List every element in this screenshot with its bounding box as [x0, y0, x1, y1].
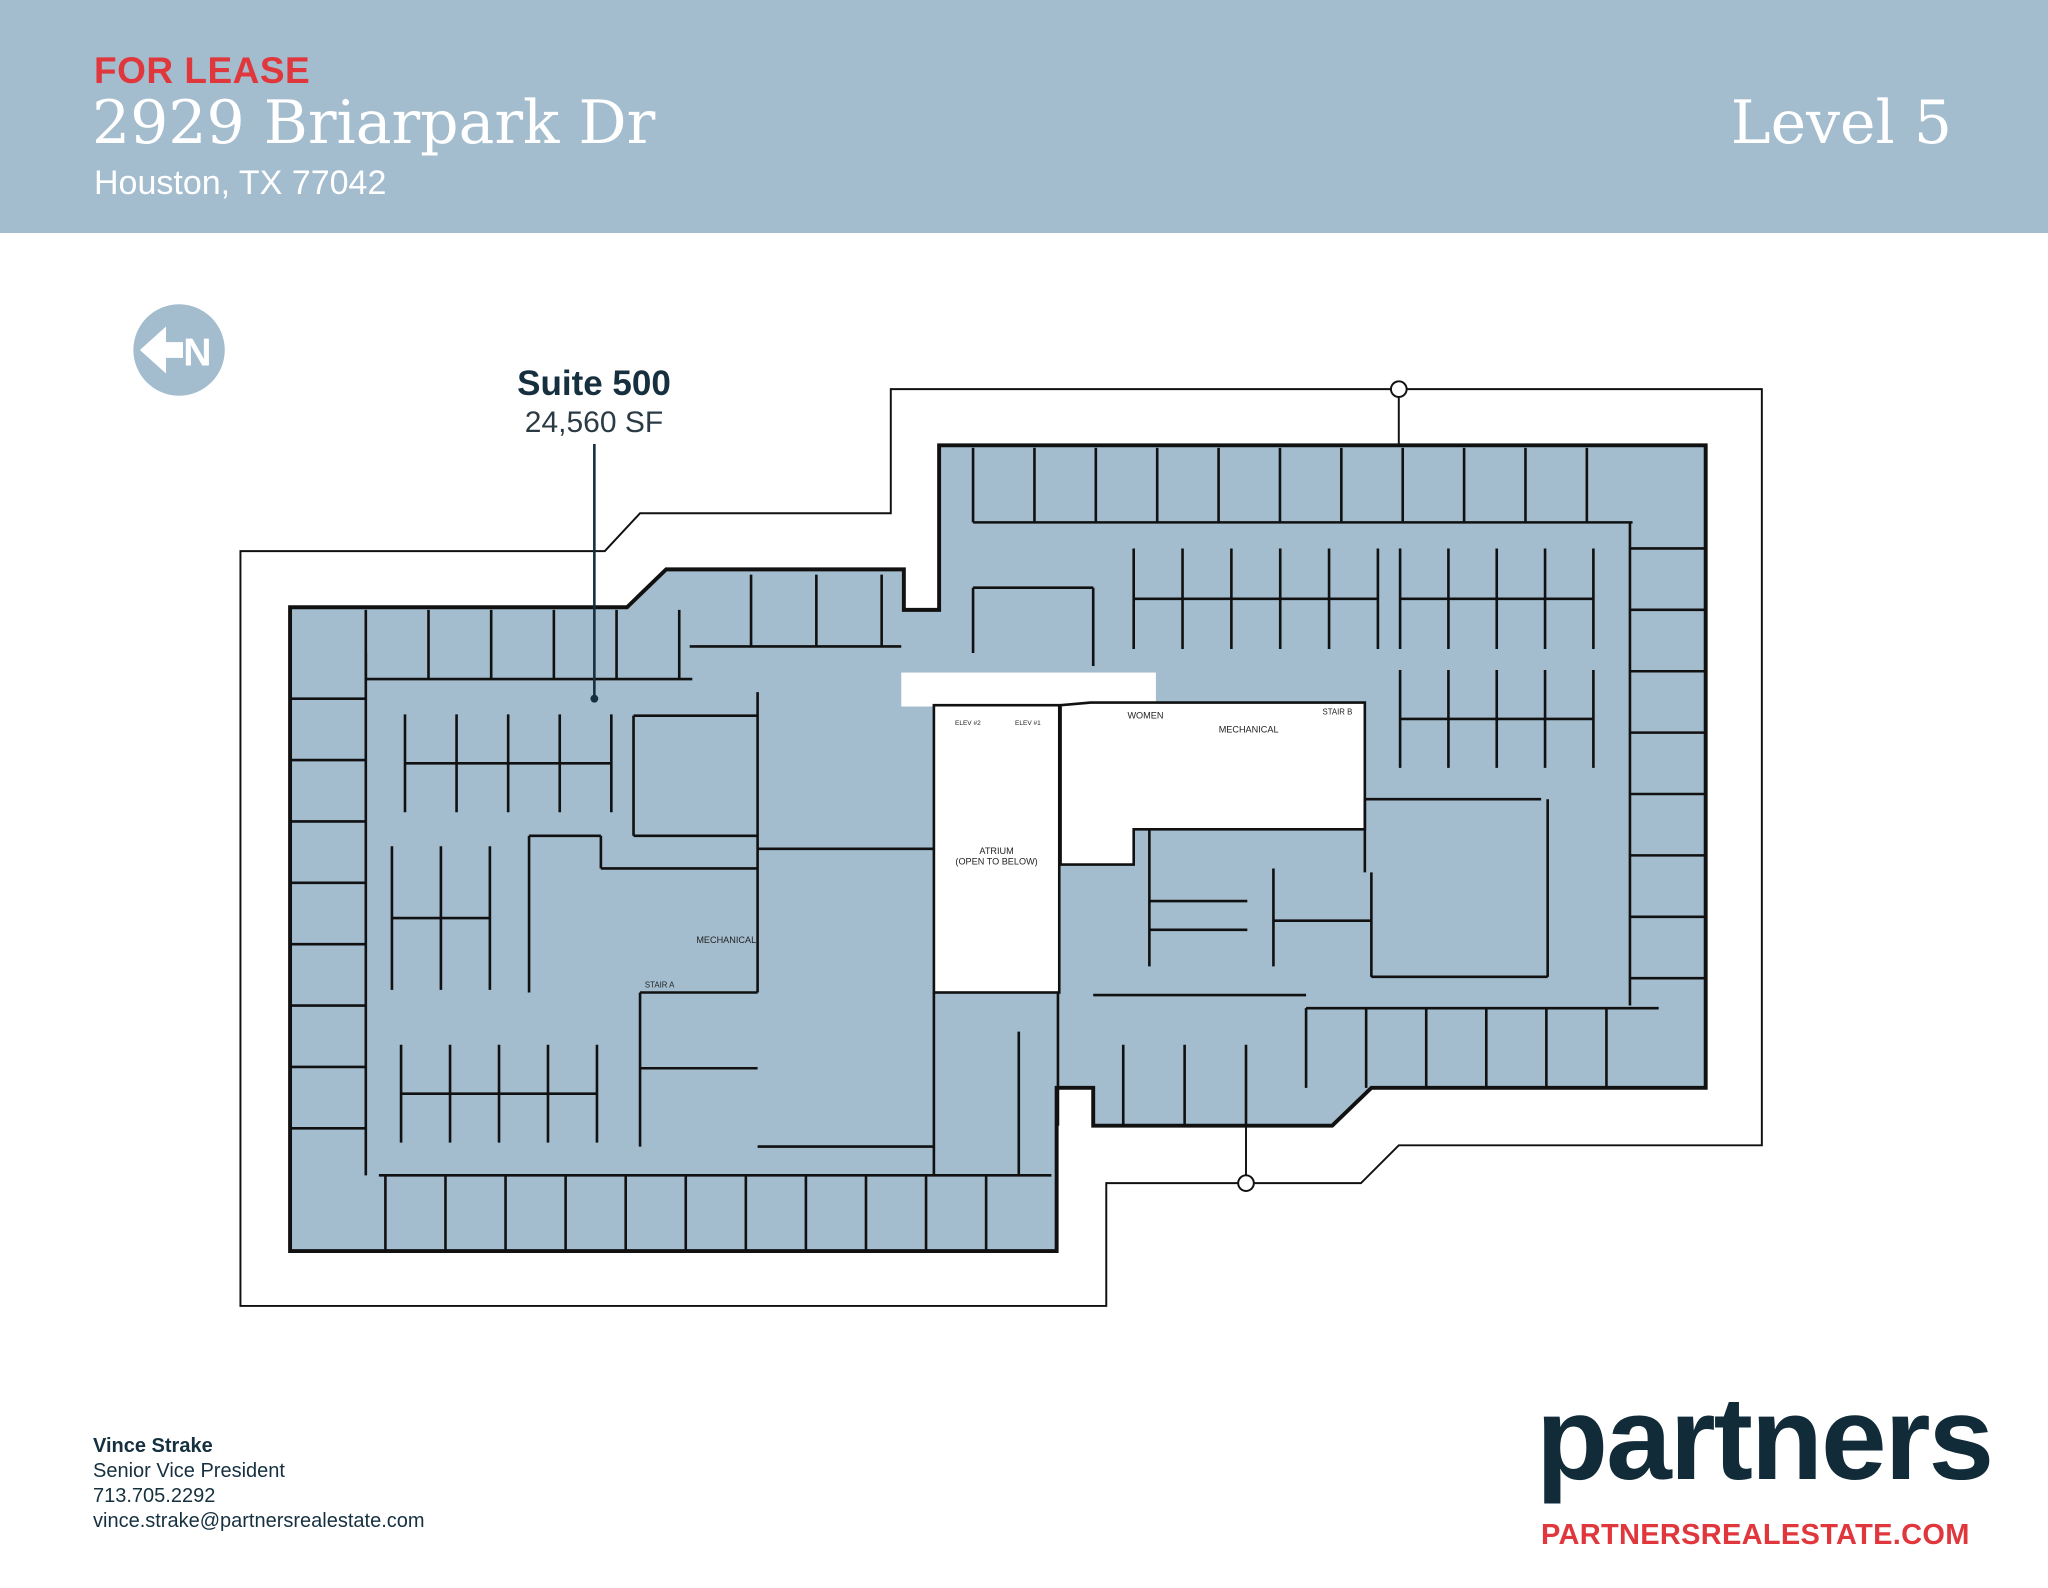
atrium-label: ATRIUM — [979, 846, 1013, 856]
property-city: Houston, TX 77042 — [94, 164, 387, 202]
mechanical-east-label: MECHANICAL — [1219, 725, 1279, 735]
mechanical-west-label: MECHANICAL — [696, 935, 756, 945]
website-link[interactable]: PARTNERSREALESTATE.COM — [1541, 1519, 1970, 1551]
contact-email[interactable]: vince.strake@partnersrealestate.com — [93, 1510, 425, 1532]
partners-logo: partners — [1536, 1373, 1994, 1505]
north-arrow-icon: N — [133, 304, 225, 396]
header-banner: FOR LEASE 2929 Briarpark Dr Houston, TX … — [0, 0, 2048, 233]
interior-walls — [290, 447, 1706, 1252]
svg-text:N: N — [183, 332, 211, 375]
women-restroom-label: WOMEN — [1127, 710, 1163, 720]
elevator-1-label: ELEV #1 — [1015, 720, 1041, 727]
elevator-2-label: ELEV #2 — [955, 720, 981, 727]
contact-title: Senior Vice President — [93, 1460, 285, 1482]
building-core — [901, 672, 1367, 994]
suite-name: Suite 500 — [517, 364, 671, 403]
site-outline — [239, 388, 1763, 1307]
suite-area: 24,560 SF — [524, 406, 664, 439]
contact-phone[interactable]: 713.705.2292 — [93, 1485, 216, 1507]
contact-block: Vince Strake Senior Vice President 713.7… — [93, 1434, 425, 1534]
property-address: 2929 Briarpark Dr — [92, 88, 656, 158]
stair-b-label: STAIR B — [1322, 707, 1352, 716]
atrium-note: (OPEN TO BELOW) — [955, 857, 1037, 867]
lease-status: FOR LEASE — [94, 50, 311, 91]
floor-level: Level 5 — [1730, 88, 1952, 158]
stair-a-label: STAIR A — [645, 980, 675, 989]
contact-name: Vince Strake — [93, 1435, 213, 1457]
